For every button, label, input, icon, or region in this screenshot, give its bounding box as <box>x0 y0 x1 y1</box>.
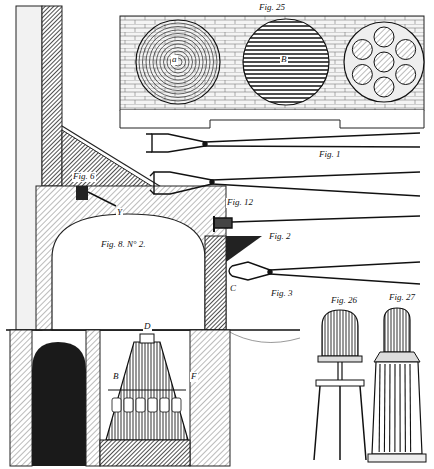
pot <box>352 65 372 85</box>
figure-number: Fig. 6 <box>72 172 96 182</box>
cage-bar <box>404 364 405 452</box>
cage-bar <box>399 364 400 452</box>
figure-number: Fig. 3 <box>270 289 294 299</box>
letter-label: C <box>229 284 237 294</box>
pot <box>374 27 394 47</box>
cage-bar <box>389 364 390 452</box>
ring <box>150 34 207 91</box>
ring <box>160 44 196 80</box>
pot <box>374 77 394 97</box>
letter-label: B <box>112 372 120 382</box>
pot <box>396 40 416 60</box>
crucible <box>112 398 121 412</box>
cage-bar <box>394 364 395 452</box>
letter-label: D <box>143 322 152 332</box>
cage-bar <box>409 364 411 452</box>
figure-number: Fig. 2 <box>268 232 292 242</box>
cage-bar <box>379 364 381 452</box>
figure-number: Fig. 1 <box>318 150 342 160</box>
ring <box>139 23 217 101</box>
ring <box>153 37 203 87</box>
ring <box>146 30 210 94</box>
crucible <box>172 398 181 412</box>
letter-label: B <box>280 55 288 65</box>
pot <box>396 65 416 85</box>
crucible <box>124 398 133 412</box>
figure-number: Fig. 25 <box>258 3 286 13</box>
crucible <box>136 398 145 412</box>
ring <box>157 41 200 84</box>
cage-bar <box>384 364 386 452</box>
crucible <box>160 398 169 412</box>
letter-label: Y <box>116 208 123 218</box>
figure-number: Fig. 26 <box>330 296 358 306</box>
letter-label: a <box>171 55 178 65</box>
ring <box>171 55 186 70</box>
pot <box>352 40 372 60</box>
figure-number: Fig. 27 <box>388 293 416 303</box>
crucible <box>148 398 157 412</box>
ring <box>164 48 193 77</box>
figure-number: Fig. 12 <box>226 198 254 208</box>
ring <box>167 51 189 73</box>
figure-number: Fig. 8. N° 2. <box>100 240 147 250</box>
ring <box>143 27 214 98</box>
letter-label: F <box>190 372 198 382</box>
pot <box>374 52 394 72</box>
